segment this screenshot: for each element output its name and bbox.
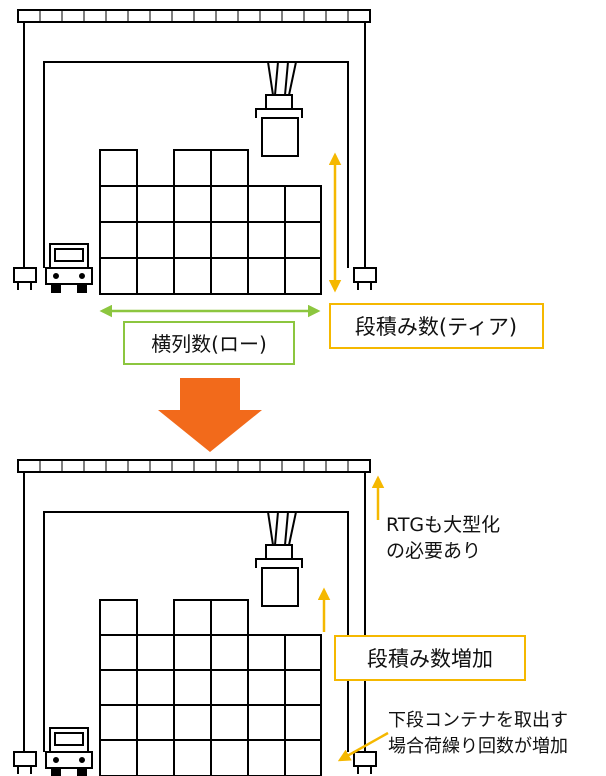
rehandle-arrow — [337, 731, 389, 762]
top-panel: 横列数(ロー) 段積み数(ティア) — [13, 9, 544, 365]
tier-increase-label: 段積み数増加 — [367, 647, 493, 671]
top-crane — [13, 9, 377, 290]
rehandle-note-line1: 下段コンテナを取出す — [388, 710, 568, 731]
rtg-note-line2: の必要あり — [386, 540, 481, 562]
spreader — [255, 61, 303, 157]
container-stack-bottom — [99, 599, 322, 776]
tier-label: 段積み数(ティア) — [355, 315, 517, 339]
transition-arrow-icon — [158, 378, 262, 452]
bottom-crane — [13, 459, 377, 774]
crane-wheel-left — [13, 751, 37, 774]
crane-wheel-right — [353, 751, 377, 774]
crane-outer-legs — [23, 22, 366, 268]
container-stack-top — [99, 149, 322, 295]
crane-girder-truss — [39, 10, 349, 22]
tier-increase-box — [334, 635, 526, 681]
crane-girder-truss — [39, 460, 349, 472]
spreader — [255, 511, 303, 607]
lifted-container — [261, 567, 299, 607]
tier-label-box — [329, 303, 544, 349]
row-label-box — [123, 321, 295, 365]
rtg-note-line1: RTGも大型化 — [386, 514, 500, 536]
crane-wheel-left — [13, 267, 37, 290]
crane-wheel-right — [353, 267, 377, 290]
truck-icon — [45, 243, 93, 293]
crane-inner-frame — [43, 511, 349, 752]
truck-icon — [45, 727, 93, 776]
rehandle-note-line2: 場合荷繰り回数が増加 — [388, 736, 568, 757]
crane-outer-legs — [23, 472, 366, 752]
row-label: 横列数(ロー) — [151, 332, 267, 356]
crane-inner-frame — [43, 61, 349, 268]
bottom-panel: RTGも大型化 の必要あり 段積み数増加 下段コンテナを取出す 場合荷繰り回数が… — [13, 459, 568, 776]
lifted-container — [261, 117, 299, 157]
